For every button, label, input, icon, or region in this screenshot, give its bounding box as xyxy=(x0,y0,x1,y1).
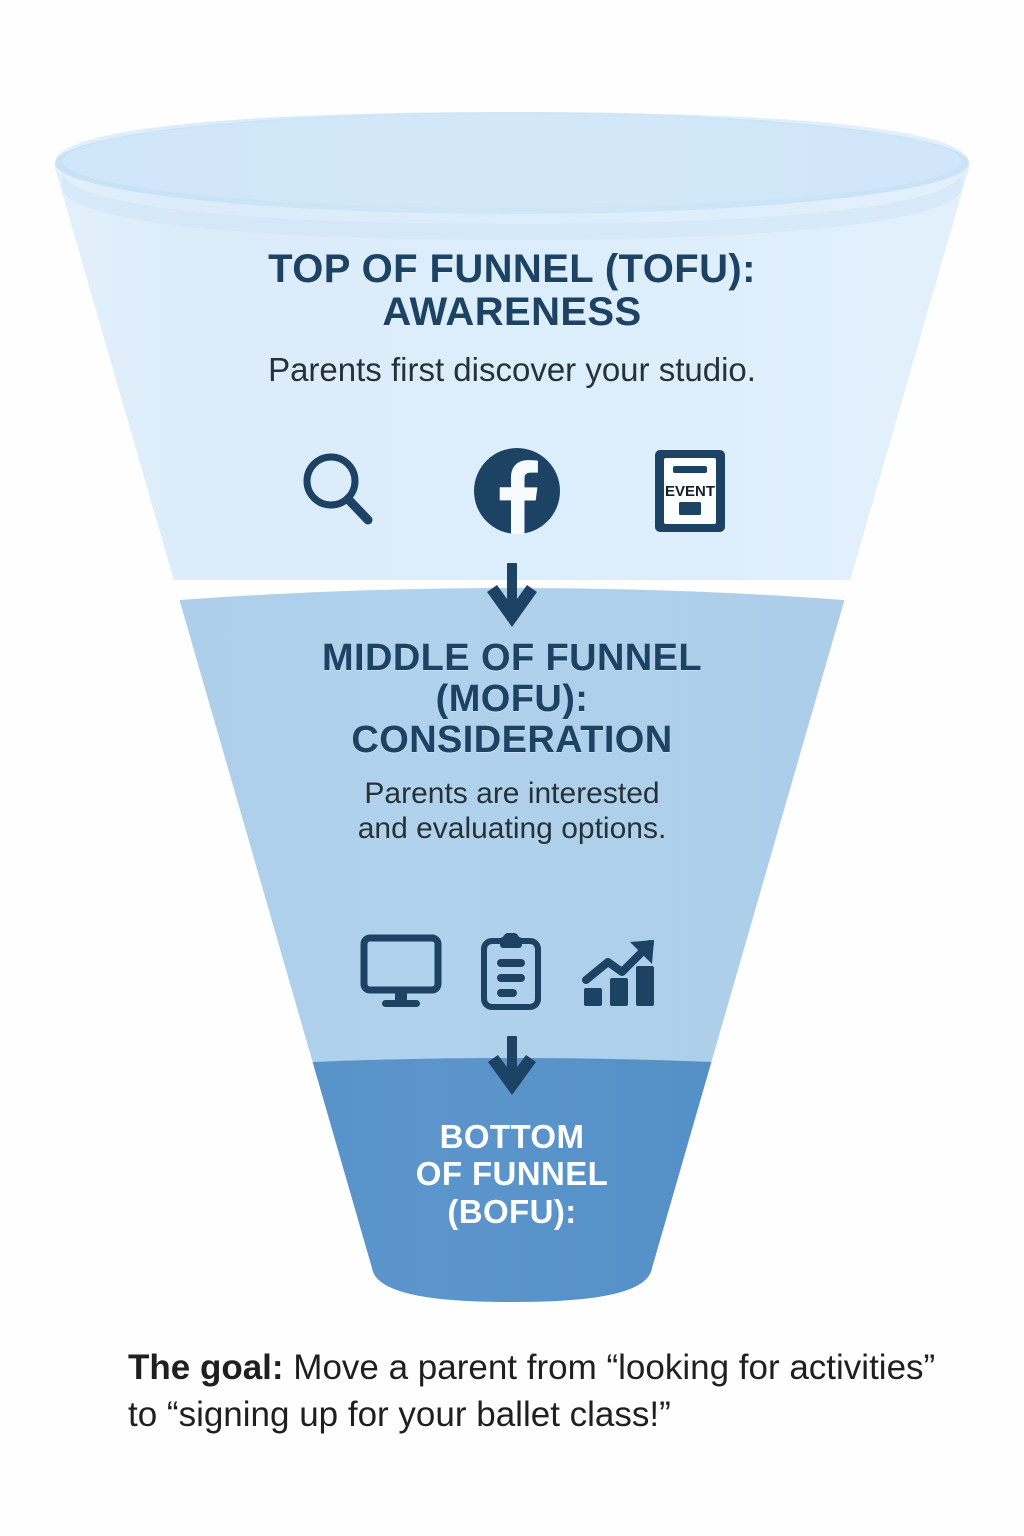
mofu-subtitle-line2: and evaluating options. xyxy=(357,811,667,845)
bofu-title-line2: OF FUNNEL xyxy=(415,1155,609,1193)
bofu-title: BOTTOM OF FUNNEL (BOFU): xyxy=(0,1118,1024,1230)
goal-caption: The goal: Move a parent from “looking fo… xyxy=(128,1345,938,1438)
bofu-title-line3: (BOFU): xyxy=(447,1192,577,1230)
funnel-stage-bofu: BOTTOM OF FUNNEL (BOFU): xyxy=(0,1118,1024,1230)
funnel-stage-mofu: MIDDLE OF FUNNEL (MOFU): CONSIDERATION P… xyxy=(0,637,1024,847)
mofu-title-line2: (MOFU): xyxy=(435,678,589,721)
mofu-title-line1: MIDDLE OF FUNNEL xyxy=(321,637,703,679)
event-flyer-label: EVENT xyxy=(665,483,715,500)
goal-caption-lead: The goal: xyxy=(128,1348,284,1387)
funnel-rim-shadow xyxy=(62,170,962,240)
search-icon xyxy=(296,448,382,539)
clipboard-list-icon xyxy=(480,932,542,1016)
mofu-subtitle-line1: Parents are interested xyxy=(364,777,660,811)
desktop-monitor-icon xyxy=(360,934,442,1015)
mofu-subtitle: Parents are interested and evaluating op… xyxy=(0,777,1024,847)
tofu-title: TOP OF FUNNEL (TOFU): AWARENESS xyxy=(0,247,1024,335)
tofu-title-line1: TOP OF FUNNEL (TOFU): xyxy=(268,247,756,291)
event-flyer-icon: EVENT xyxy=(652,447,728,540)
arrow-mofu-to-bofu xyxy=(488,1036,536,1095)
mofu-title: MIDDLE OF FUNNEL (MOFU): CONSIDERATION xyxy=(0,637,1024,762)
tofu-icon-row: EVENT xyxy=(0,447,1024,540)
mofu-title-line3: CONSIDERATION xyxy=(351,719,673,762)
bofu-title-line1: BOTTOM xyxy=(439,1118,585,1155)
tofu-title-line2: AWARENESS xyxy=(382,290,642,335)
mofu-icon-row xyxy=(0,932,1024,1016)
goal-caption-rest: Move a parent from “looking for activiti… xyxy=(128,1348,936,1434)
funnel-stage-tofu: TOP OF FUNNEL (TOFU): AWARENESS Parents … xyxy=(0,247,1024,390)
arrow-tofu-to-mofu xyxy=(487,563,537,627)
funnel-rim-inner xyxy=(62,114,962,208)
tofu-subtitle: Parents first discover your studio. xyxy=(268,351,756,389)
facebook-icon xyxy=(474,448,560,539)
growth-chart-icon xyxy=(580,934,664,1015)
